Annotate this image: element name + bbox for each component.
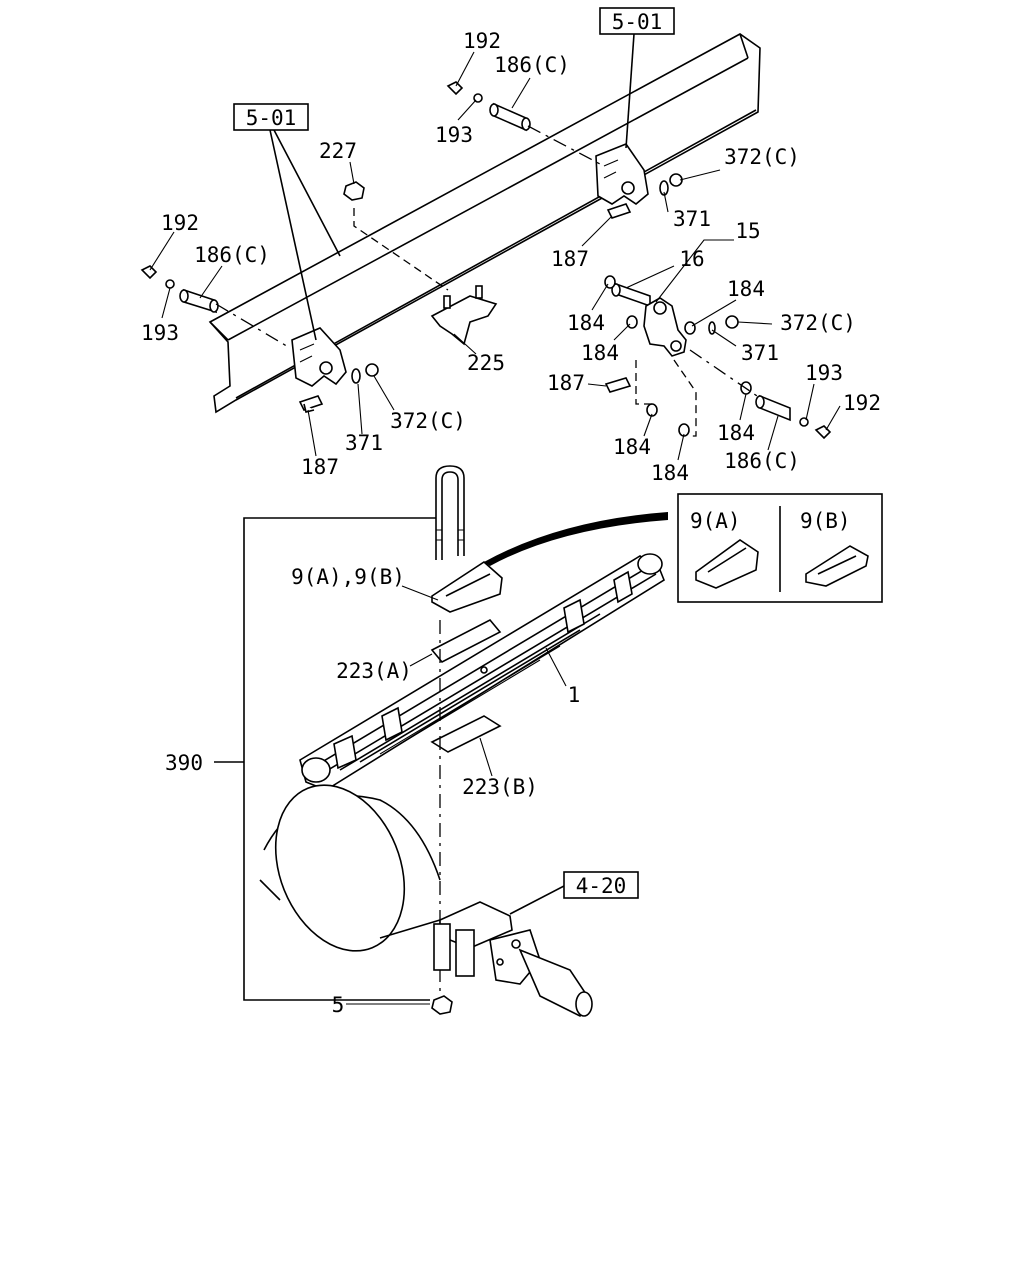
callout-labels: 192 186(C) 193 227 372(C) 371 192 186(C)… bbox=[141, 29, 881, 1017]
leader-4-20 bbox=[509, 885, 565, 915]
leaf-spring bbox=[299, 553, 665, 791]
leader-5-01-top bbox=[625, 33, 635, 149]
pad-detail-inset: 9(A) 9(B) bbox=[677, 493, 883, 603]
callout-193-right: 193 bbox=[805, 361, 843, 385]
callout-372c-right: 372(C) bbox=[780, 311, 856, 335]
callout-184-e: 184 bbox=[717, 421, 755, 445]
callout-187-left: 187 bbox=[301, 455, 339, 479]
callout-371-top: 371 bbox=[673, 207, 711, 231]
callout-372c-left: 372(C) bbox=[390, 409, 466, 433]
inset-label-b: 9(B) bbox=[800, 509, 851, 533]
callout-184-b: 184 bbox=[581, 341, 619, 365]
callout-193-left: 193 bbox=[141, 321, 179, 345]
ref-label: 5-01 bbox=[612, 10, 663, 34]
callout-5: 5 bbox=[332, 993, 345, 1017]
callout-186c-right: 186(C) bbox=[724, 449, 800, 473]
callout-227: 227 bbox=[319, 139, 357, 163]
nut-227 bbox=[343, 181, 365, 201]
plate-223b bbox=[430, 715, 502, 753]
callout-184-f: 184 bbox=[651, 461, 689, 485]
stopper-bracket bbox=[430, 285, 498, 346]
axis-nut-227 bbox=[353, 208, 449, 291]
assembly-bracket-390 bbox=[243, 517, 436, 1001]
callout-193-top: 193 bbox=[435, 123, 473, 147]
ref-box-4-20[interactable]: 4-20 bbox=[563, 871, 639, 899]
callout-371-left: 371 bbox=[345, 431, 383, 455]
axle-housing bbox=[259, 784, 593, 1018]
spring-pad bbox=[431, 560, 503, 613]
callout-1: 1 bbox=[568, 683, 581, 707]
axis-left-pin bbox=[215, 303, 291, 349]
callout-186c-top: 186(C) bbox=[494, 53, 570, 77]
callout-9ab: 9(A),9(B) bbox=[291, 565, 405, 589]
inset-label-a: 9(A) bbox=[690, 509, 741, 533]
left-pin-group bbox=[140, 265, 219, 314]
ref-label: 4-20 bbox=[576, 874, 627, 898]
callout-15: 15 bbox=[735, 219, 760, 243]
callout-192-right: 192 bbox=[843, 391, 881, 415]
callout-186c-left: 186(C) bbox=[194, 243, 270, 267]
nut-5 bbox=[431, 995, 453, 1015]
ref-box-5-01-top[interactable]: 5-01 bbox=[599, 7, 675, 35]
ref-box-5-01-left[interactable]: 5-01 bbox=[233, 103, 309, 131]
callout-187-mid: 187 bbox=[551, 247, 589, 271]
callout-371-right: 371 bbox=[741, 341, 779, 365]
u-bolt bbox=[435, 465, 465, 560]
front-spring-bracket bbox=[291, 327, 347, 387]
callout-372c-top: 372(C) bbox=[724, 145, 800, 169]
leader-5-01-left bbox=[269, 129, 341, 341]
callout-192-top: 192 bbox=[463, 29, 501, 53]
callout-184-a: 184 bbox=[567, 311, 605, 335]
detail-pointer bbox=[484, 512, 668, 566]
left-bracket-hardware bbox=[298, 363, 379, 413]
rear-spring-bracket bbox=[595, 143, 649, 205]
callout-390: 390 bbox=[165, 751, 203, 775]
callout-225: 225 bbox=[467, 351, 505, 375]
callout-192-left: 192 bbox=[161, 211, 199, 235]
callout-187-right: 187 bbox=[547, 371, 585, 395]
top-pin-group bbox=[446, 81, 531, 132]
ref-label: 5-01 bbox=[246, 106, 297, 130]
axis-top-pin bbox=[527, 125, 601, 165]
plate-223a bbox=[430, 618, 502, 664]
callout-223a: 223(A) bbox=[336, 659, 412, 683]
callout-223b: 223(B) bbox=[462, 775, 538, 799]
callout-184-c: 184 bbox=[727, 277, 765, 301]
callout-184-d: 184 bbox=[613, 435, 651, 459]
callout-leaders bbox=[149, 51, 841, 1005]
shackle-assembly bbox=[604, 173, 832, 440]
callout-16: 16 bbox=[679, 247, 704, 271]
